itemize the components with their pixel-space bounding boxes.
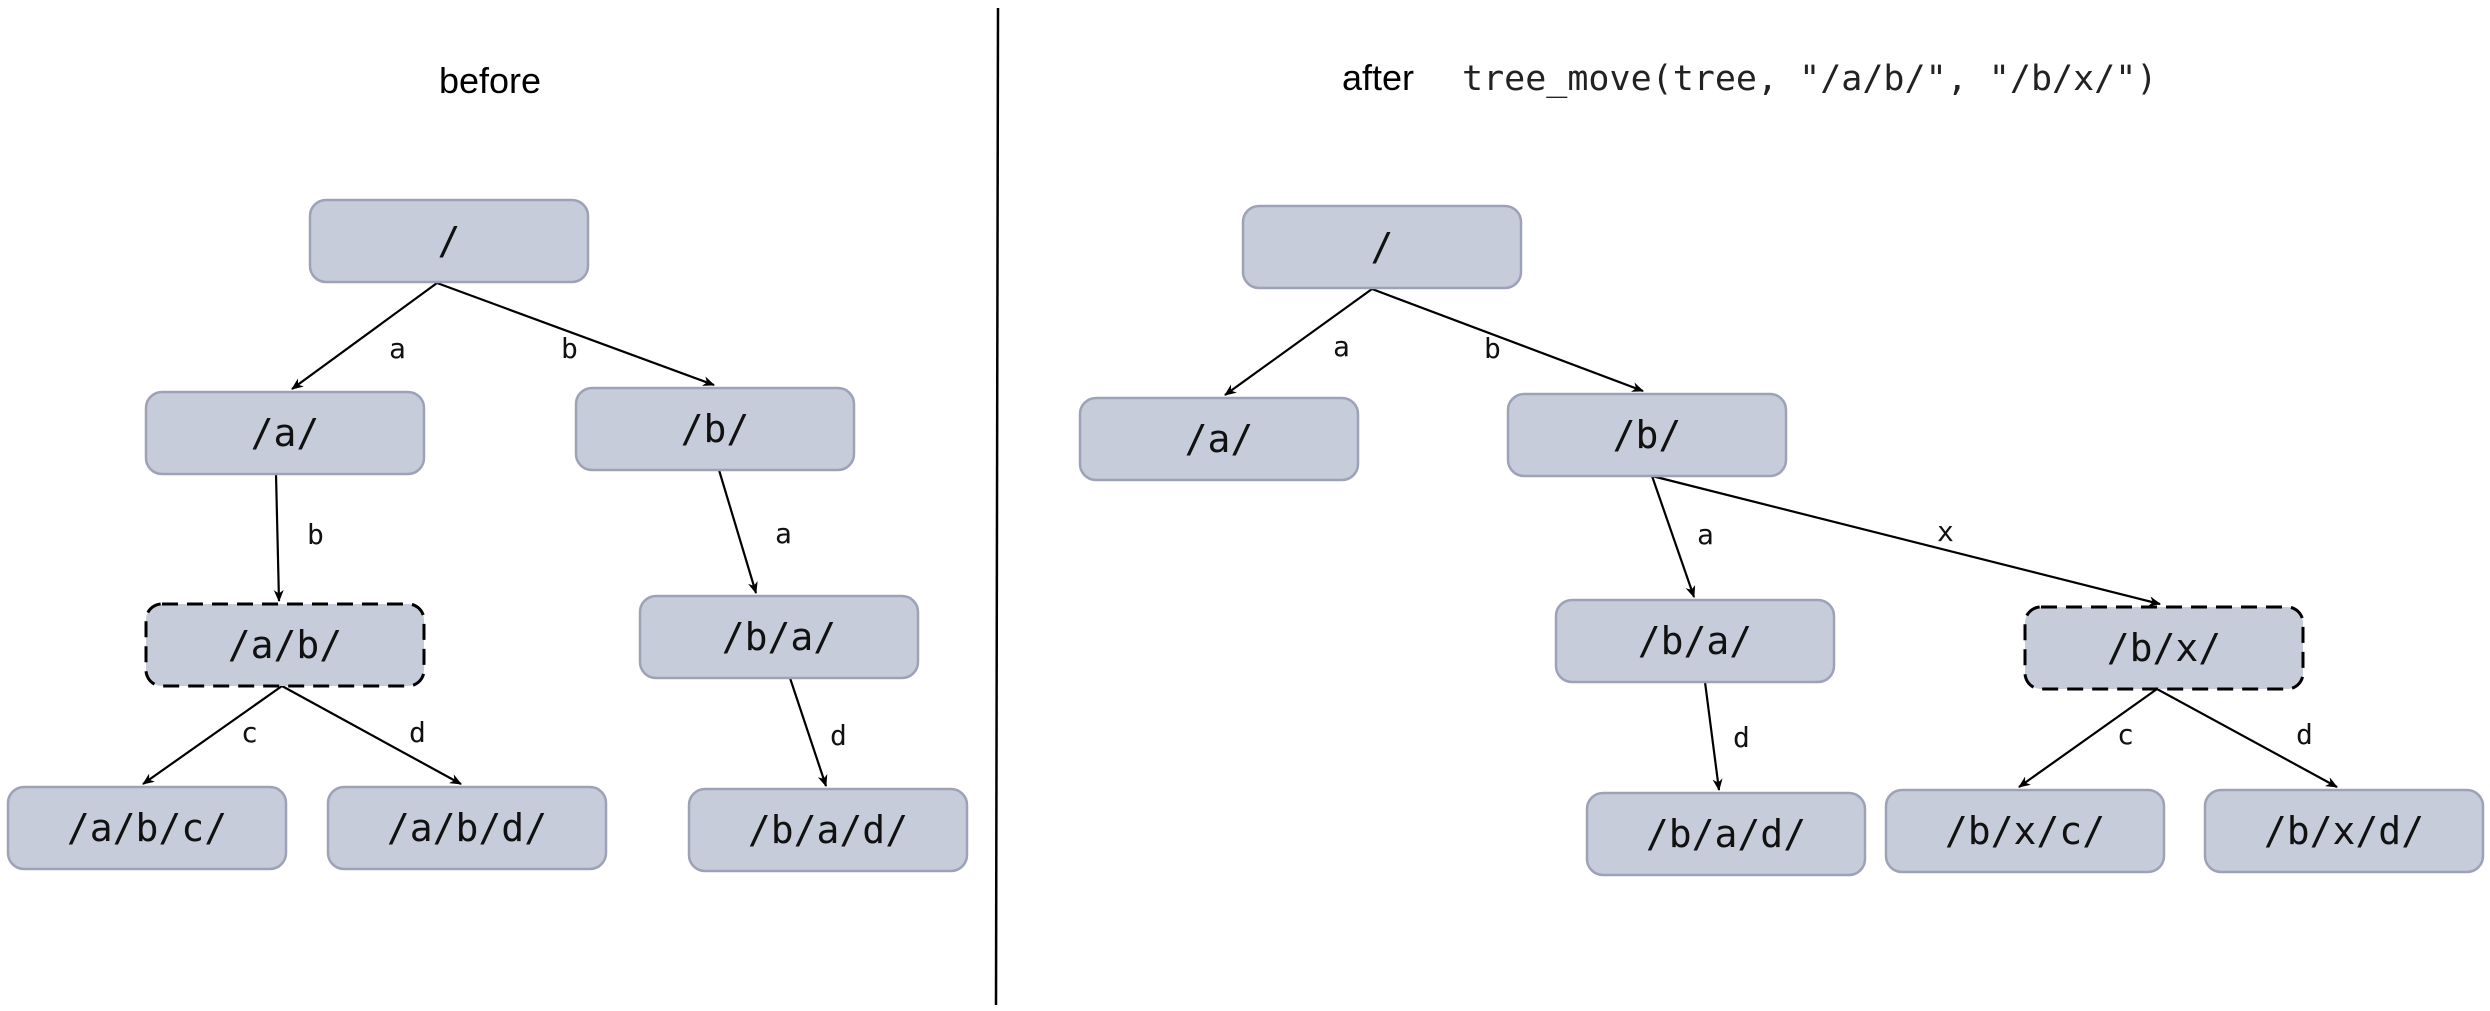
after-node-label-bx: /b/x/	[2107, 626, 2221, 670]
after-node-box-a	[1078, 396, 1360, 482]
after-edge-root-b: b	[1371, 287, 1644, 393]
before-edge-line-ab-abd	[281, 685, 462, 785]
before-edge-root-a: a	[291, 282, 438, 390]
before-edge-line-ba-bad	[788, 677, 828, 787]
after-node-label-ba: /b/a/	[1638, 619, 1752, 663]
after-edge-label-b-bx: x	[1937, 515, 1954, 548]
after-tree-edges: a b a x d c d	[1224, 287, 2338, 791]
after-edge-label-bx-bxd: d	[2296, 718, 2313, 751]
after-node-label-b: /b/	[1613, 413, 1682, 457]
before-node-label-abd: /a/b/d/	[387, 806, 547, 850]
before-node-abc: /a/b/c/	[6, 785, 288, 871]
before-edge-ab-abd: d	[281, 685, 462, 785]
after-node-box-bxc	[1884, 788, 2166, 874]
before-node-label-b: /b/	[681, 407, 750, 451]
before-edge-line-root-a	[291, 282, 438, 390]
after-edge-label-b-ba: a	[1697, 518, 1714, 551]
before-edge-ab-abc: c	[142, 685, 283, 785]
after-node-label-bxd: /b/x/d/	[2264, 809, 2424, 853]
before-node-box-bad	[687, 787, 969, 873]
after-edge-ba-bad: d	[1703, 681, 1750, 791]
before-edge-label-a-ab: b	[307, 518, 324, 551]
before-node-label-ab: /a/b/	[228, 623, 342, 667]
after-heading: after	[1342, 57, 1414, 98]
before-tree-nodes: / /a/ /b/ /a/b/ /b/a/ /a/b/c/ /a/b/d/ /b/a/d/	[6, 198, 969, 873]
before-node-label-ba: /b/a/	[722, 615, 836, 659]
before-node-b: /b/	[574, 386, 856, 472]
after-node-box-root	[1241, 204, 1523, 290]
before-node-ab: /a/b/	[144, 602, 426, 688]
after-node-bxc: /b/x/c/	[1884, 788, 2166, 874]
before-edge-label-b-ba: a	[775, 517, 792, 550]
before-edge-line-root-b	[436, 281, 715, 387]
after-node-box-b	[1506, 392, 1788, 478]
before-edge-root-b: b	[436, 281, 715, 387]
before-edge-ba-bad: d	[788, 677, 847, 787]
before-edge-label-root-b: b	[561, 332, 578, 365]
before-node-box-abc	[6, 785, 288, 871]
before-tree-edges: a b b a c d d	[142, 281, 847, 787]
before-node-label-bad: /b/a/d/	[748, 808, 908, 852]
after-edge-line-bx-bxd	[2156, 688, 2338, 788]
after-edge-root-a: a	[1224, 288, 1373, 396]
before-node-ba: /b/a/	[638, 594, 920, 680]
after-node-bad: /b/a/d/	[1585, 791, 1867, 877]
after-edge-b-ba: a	[1650, 475, 1714, 598]
before-node-box-root	[308, 198, 590, 284]
before-edge-label-ab-abd: d	[409, 716, 426, 749]
before-heading: before	[439, 60, 541, 101]
after-node-root: /	[1241, 204, 1523, 290]
after-edge-line-b-bx	[1651, 474, 2161, 607]
before-edge-label-root-a: a	[389, 332, 406, 365]
after-node-label-bxc: /b/x/c/	[1945, 809, 2105, 853]
before-edge-line-a-ab	[273, 473, 284, 602]
after-node-label-bad: /b/a/d/	[1646, 812, 1806, 856]
after-edge-line-b-ba	[1650, 475, 1696, 598]
after-node-a: /a/	[1078, 396, 1360, 482]
before-node-box-b	[574, 386, 856, 472]
after-edge-bx-bxd: d	[2156, 688, 2338, 788]
before-edge-line-ab-abc	[142, 685, 283, 785]
before-node-label-abc: /a/b/c/	[67, 806, 227, 850]
after-node-bx: /b/x/	[2023, 605, 2305, 691]
panel-divider	[994, 7, 1000, 1006]
before-node-box-ab	[144, 602, 426, 688]
after-node-ba: /b/a/	[1554, 598, 1836, 684]
after-edge-bx-bxc: c	[2018, 688, 2158, 788]
after-node-box-bx	[2023, 605, 2305, 691]
after-edge-line-bx-bxc	[2018, 688, 2158, 788]
before-edge-label-ba-bad: d	[830, 719, 847, 752]
after-node-label-root: /	[1371, 225, 1394, 269]
after-edge-b-bx: x	[1651, 474, 2161, 607]
before-node-a: /a/	[144, 390, 426, 476]
before-node-bad: /b/a/d/	[687, 787, 969, 873]
after-tree-nodes: / /a/ /b/ /b/a/ /b/x/ /b/a/d/ /b/x/c/ /b/x/d/	[1078, 204, 2485, 877]
after-node-bxd: /b/x/d/	[2203, 788, 2485, 874]
before-node-label-root: /	[438, 219, 461, 263]
after-edge-label-ba-bad: d	[1733, 721, 1750, 754]
after-node-label-a: /a/	[1185, 417, 1254, 461]
after-edge-line-root-a	[1224, 288, 1373, 396]
before-edge-line-b-ba	[717, 469, 758, 594]
before-edge-b-ba: a	[717, 469, 792, 594]
after-edge-label-bx-bxc: c	[2117, 718, 2134, 751]
after-edge-line-ba-bad	[1703, 681, 1723, 791]
before-node-root: /	[308, 198, 590, 284]
after-edge-line-root-b	[1371, 287, 1644, 393]
after-edge-label-root-a: a	[1333, 330, 1350, 363]
before-node-box-a	[144, 390, 426, 476]
before-node-box-abd	[326, 785, 608, 871]
before-edge-label-ab-abc: c	[241, 716, 258, 749]
tree-move-call: tree_move(tree, "/a/b/", "/b/x/")	[1462, 59, 2157, 99]
after-edge-label-root-b: b	[1484, 332, 1501, 365]
after-node-b: /b/	[1506, 392, 1788, 478]
after-node-box-ba	[1554, 598, 1836, 684]
after-node-box-bad	[1585, 791, 1867, 877]
before-node-box-ba	[638, 594, 920, 680]
before-node-label-a: /a/	[251, 411, 320, 455]
after-node-box-bxd	[2203, 788, 2485, 874]
before-node-abd: /a/b/d/	[326, 785, 608, 871]
before-edge-a-ab: b	[273, 473, 324, 602]
